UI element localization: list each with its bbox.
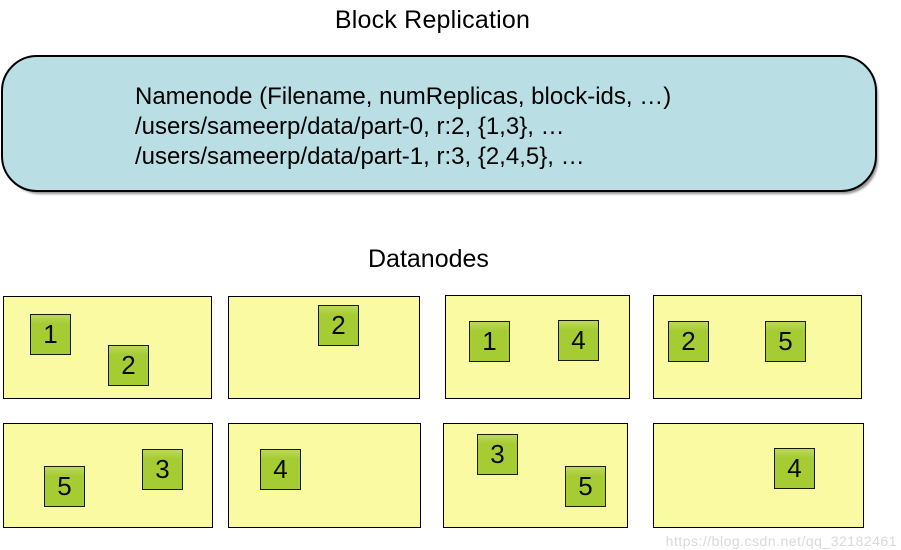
namenode-header-line: Namenode (Filename, numReplicas, block-i… — [135, 83, 672, 110]
block-square-4: 4 — [774, 448, 815, 489]
datanode-box-8: 4 — [653, 423, 864, 528]
namenode-box: Namenode (Filename, numReplicas, block-i… — [1, 55, 877, 192]
block-square-5: 5 — [44, 466, 85, 507]
block-square-5: 5 — [565, 466, 606, 507]
namenode-text: Namenode (Filename, numReplicas, block-i… — [3, 57, 875, 172]
block-square-4: 4 — [260, 449, 301, 490]
namenode-file-entry-part1: /users/sameerp/data/part-1, r:3, {2,4,5}… — [135, 143, 585, 170]
block-square-3: 3 — [142, 449, 183, 490]
block-square-1: 1 — [30, 314, 71, 355]
datanode-box-6: 4 — [228, 423, 421, 528]
block-square-2: 2 — [668, 321, 709, 362]
block-square-2: 2 — [108, 345, 149, 386]
watermark: https://blog.csdn.net/qq_32182461 — [665, 533, 897, 549]
datanode-box-2: 2 — [228, 296, 420, 399]
namenode-file-entry-part0: /users/sameerp/data/part-0, r:2, {1,3}, … — [135, 113, 565, 140]
block-square-5: 5 — [765, 321, 806, 362]
block-square-2: 2 — [318, 305, 359, 346]
page-title: Block Replication — [334, 6, 531, 34]
block-square-1: 1 — [469, 321, 510, 362]
block-square-4: 4 — [558, 320, 599, 361]
block-square-3: 3 — [477, 434, 518, 475]
datanodes-label: Datanodes — [368, 245, 489, 273]
